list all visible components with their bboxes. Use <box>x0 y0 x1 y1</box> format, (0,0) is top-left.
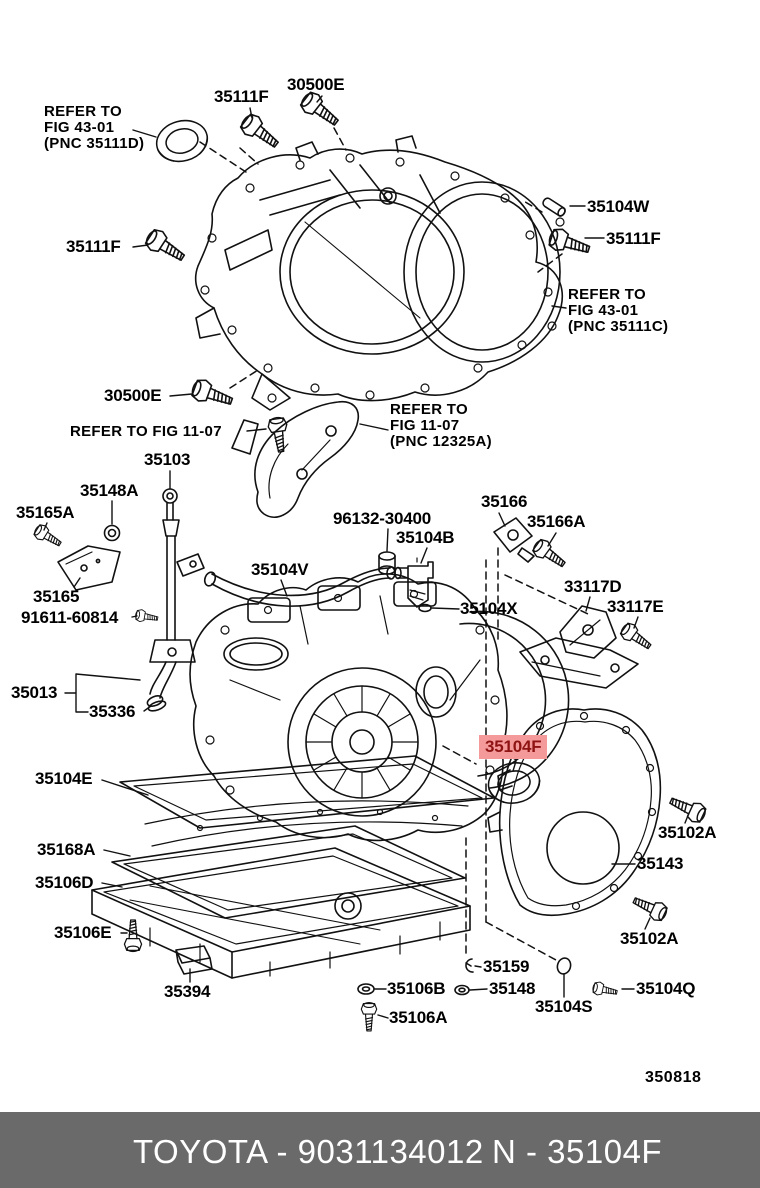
bolt-35111f-top <box>236 110 284 155</box>
part-label-35111f-left[interactable]: 35111F <box>66 237 121 256</box>
part-label-35165[interactable]: 35165 <box>33 587 80 606</box>
note-fig43-01-right: REFER TO FIG 43-01 (PNC 35111C) <box>568 286 669 335</box>
leader-lines <box>43 95 690 1019</box>
bolt-30500e-mid <box>188 376 236 413</box>
part-label-35148a[interactable]: 35148A <box>80 481 139 500</box>
plate-35165-drawing <box>57 545 121 591</box>
part-label-35106d[interactable]: 35106D <box>35 873 94 892</box>
part-label-35165a[interactable]: 35165A <box>16 503 75 522</box>
bracket-33117-drawing <box>519 605 639 689</box>
case-rail-35104e-drawing <box>119 755 495 829</box>
part-label-35104v[interactable]: 35104V <box>251 560 309 579</box>
part-label-35106a[interactable]: 35106A <box>389 1008 448 1027</box>
oil-seal-pnc35111d <box>151 114 213 168</box>
part-label-35104x[interactable]: 35104X <box>460 599 518 618</box>
part-label-35106b[interactable]: 35106B <box>387 979 446 998</box>
part-label-35102a-lower[interactable]: 35102A <box>620 929 679 948</box>
part-label-91611-60814[interactable]: 91611-60814 <box>21 608 119 627</box>
part-label-35104e[interactable]: 35104E <box>35 769 93 788</box>
diagram-line-art <box>31 88 709 1032</box>
union-35104b-drawing <box>394 557 434 613</box>
part-label-35102a-upper[interactable]: 35102A <box>658 823 717 842</box>
footer-bar: TOYOTA - 9031134012 N - 35104F <box>0 1112 760 1188</box>
part-label-35394[interactable]: 35394 <box>164 982 211 1001</box>
part-label-35143[interactable]: 35143 <box>637 854 684 873</box>
dipstick-tube-drawing <box>146 488 205 712</box>
bolt-33117e <box>617 619 656 655</box>
part-label-35104b[interactable]: 35104B <box>396 528 455 547</box>
part-label-35111f-top[interactable]: 35111F <box>214 87 269 106</box>
bolt-35111f-left <box>141 225 190 268</box>
part-label-35111f-right[interactable]: 35111F <box>606 229 661 248</box>
diagram-code: 350818 <box>645 1069 702 1086</box>
valve-body-hint <box>144 800 469 847</box>
gasket-35106b-drawing <box>357 983 375 995</box>
part-label-35336[interactable]: 35336 <box>89 702 136 721</box>
dashed-lines <box>199 127 589 961</box>
note-fig11-07-left: REFER TO FIG 11-07 <box>70 423 222 440</box>
part-label-35103[interactable]: 35103 <box>144 450 191 469</box>
grommet-35148a-drawing <box>103 524 121 542</box>
part-label-33117d[interactable]: 33117D <box>564 577 622 596</box>
part-label-35104q[interactable]: 35104Q <box>636 979 696 998</box>
bolt-35102a-upper <box>666 791 709 826</box>
clip-35159-drawing <box>465 958 474 973</box>
bolt-35166a <box>529 536 570 573</box>
part-label-30500e-mid[interactable]: 30500E <box>104 386 162 405</box>
bolt-30500e-top <box>296 88 344 133</box>
part-label-35104f-highlight[interactable]: 35104F <box>479 735 548 759</box>
part-label-35168a[interactable]: 35168A <box>37 840 96 859</box>
gasket-35148-drawing <box>454 984 470 996</box>
part-label-35013[interactable]: 35013 <box>11 683 58 702</box>
bell-housing-drawing <box>194 135 565 411</box>
footer-ref-part: N - 35104F <box>492 1133 663 1170</box>
note-fig11-07-right: REFER TO FIG 11-07 (PNC 12325A) <box>390 401 492 450</box>
part-label-35166[interactable]: 35166 <box>481 492 528 511</box>
part-label-33117e[interactable]: 33117E <box>607 597 664 616</box>
part-label-96132-30400[interactable]: 96132-30400 <box>333 509 432 528</box>
plug-35106a <box>360 1001 378 1032</box>
sensor-35166-drawing <box>493 517 535 563</box>
bolt-35165a <box>31 521 65 552</box>
grommet-96132-drawing <box>378 551 396 575</box>
part-label-35106e[interactable]: 35106E <box>54 923 112 942</box>
note-fig43-01-left: REFER TO FIG 43-01 (PNC 35111D) <box>44 103 145 152</box>
bolt-35104q <box>591 980 619 1000</box>
part-label-35148[interactable]: 35148 <box>489 979 536 998</box>
oring-35104s-drawing <box>556 957 572 975</box>
footer-brand-part: TOYOTA - 9031134012 <box>133 1133 484 1170</box>
part-label-35104s[interactable]: 35104S <box>535 997 593 1016</box>
pin-35104w <box>540 195 568 219</box>
mounting-bracket-drawing <box>231 400 360 518</box>
part-label-35166a[interactable]: 35166A <box>527 512 586 531</box>
part-label-35104w[interactable]: 35104W <box>587 197 650 216</box>
bolt-91611-60814 <box>134 608 160 625</box>
bolt-35111f-right <box>545 225 593 261</box>
pan-gasket-35168a-drawing <box>111 825 466 919</box>
oil-pan-35106d-drawing <box>91 847 471 979</box>
part-label-35159[interactable]: 35159 <box>483 957 530 976</box>
magnet-35394-drawing <box>175 945 213 975</box>
part-label-30500e-top[interactable]: 30500E <box>287 75 345 94</box>
